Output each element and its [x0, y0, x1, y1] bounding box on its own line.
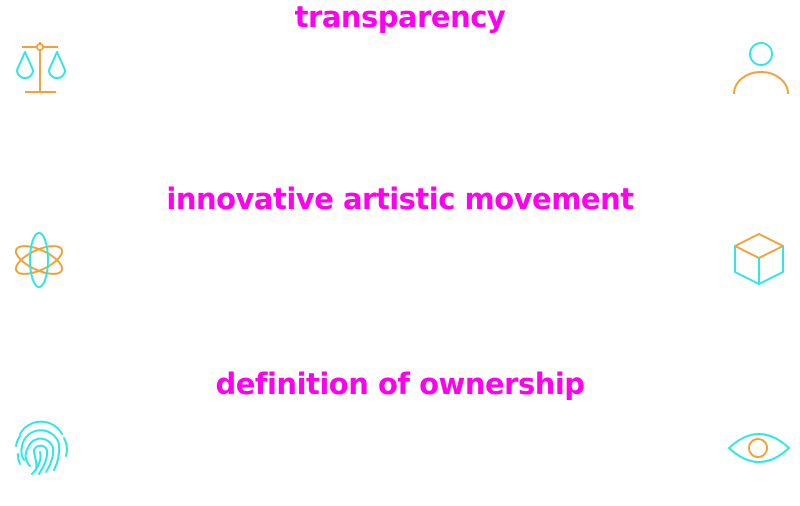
fingerprint-icon — [12, 420, 70, 476]
atom-icon — [12, 231, 68, 289]
headline-innovative-artistic-movement: innovative artistic movement — [166, 182, 634, 216]
person-icon — [731, 41, 791, 97]
scales-icon — [13, 40, 69, 96]
headline-definition-of-ownership: definition of ownership — [215, 367, 585, 401]
headline-transparency: transparency — [294, 0, 506, 34]
eye-icon — [727, 426, 791, 472]
cube-icon — [732, 232, 786, 288]
